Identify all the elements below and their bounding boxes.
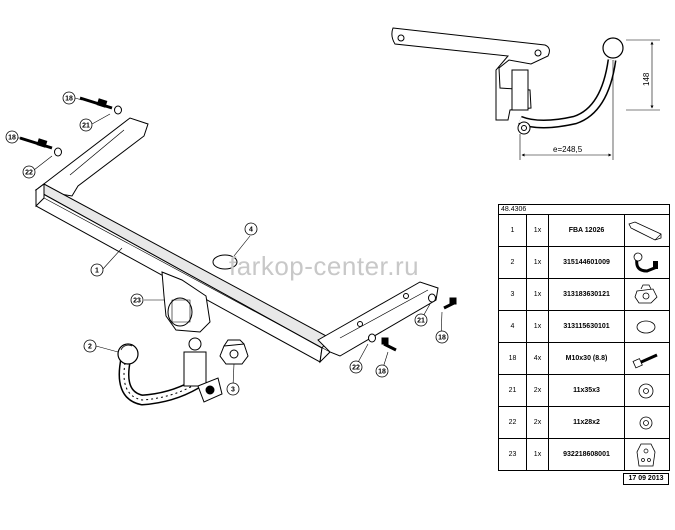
socket-icon (625, 279, 667, 310)
part-code: 313115630101 (549, 311, 625, 342)
svg-text:2: 2 (88, 344, 92, 351)
bracket-icon (625, 439, 667, 470)
part-number: 21 (499, 375, 527, 406)
beam-icon (625, 215, 667, 246)
part-quantity: 1x (527, 439, 549, 470)
callout-18-top: 18 (62, 91, 76, 105)
callout-leaders (18, 97, 443, 387)
cap-icon (625, 311, 667, 342)
callout-21-top: 21 (79, 118, 93, 132)
ball-icon (625, 247, 667, 278)
callout-23: 23 (130, 293, 144, 307)
svg-text:23: 23 (133, 298, 141, 305)
part-quantity: 1x (527, 215, 549, 246)
parts-table: 48.4306 1 1x FBA 12026 2 1x 315144601009… (498, 204, 670, 471)
svg-text:22: 22 (25, 170, 33, 177)
callout-22-right: 22 (349, 360, 363, 374)
svg-text:18: 18 (65, 96, 73, 103)
table-row: 2 1x 315144601009 (499, 247, 669, 279)
washer-icon (625, 375, 667, 406)
part-number: 1 (499, 215, 527, 246)
svg-text:3: 3 (231, 387, 235, 394)
callout-22-left: 22 (22, 165, 36, 179)
callout-18-right: 18 (435, 330, 449, 344)
part-code: M10x30 (8.8) (549, 343, 625, 374)
part-quantity: 1x (527, 279, 549, 310)
table-row: 23 1x 932218608001 (499, 439, 669, 470)
callouts: 1 2 3 4 18 18 18 18 21 21 22 22 23 (5, 91, 449, 396)
callout-18-left: 18 (5, 130, 19, 144)
svg-text:22: 22 (352, 365, 360, 372)
callout-2: 2 (83, 339, 97, 353)
table-row: 3 1x 313183630121 (499, 279, 669, 311)
side-view (391, 27, 660, 160)
part-quantity: 1x (527, 247, 549, 278)
callout-3: 3 (226, 382, 240, 396)
svg-text:18: 18 (8, 135, 16, 142)
part-number: 3 (499, 279, 527, 310)
callout-18-bottom: 18 (375, 364, 389, 378)
part-number: 22 (499, 407, 527, 438)
watermark: farkop-center.ru (229, 251, 419, 281)
height-dimension: 148 (642, 72, 651, 86)
bolt-icon (625, 343, 667, 374)
drawing-date: 17 09 2013 (623, 473, 669, 485)
svg-text:18: 18 (378, 369, 386, 376)
parts-table-header: 48.4306 (499, 205, 669, 215)
table-row: 18 4x M10x30 (8.8) (499, 343, 669, 375)
part-code: 11x35x3 (549, 375, 625, 406)
table-row: 22 2x 11x28x2 (499, 407, 669, 439)
part-quantity: 1x (527, 311, 549, 342)
part-quantity: 2x (527, 375, 549, 406)
socket (219, 339, 249, 365)
part-quantity: 4x (527, 343, 549, 374)
svg-text:21: 21 (82, 123, 90, 130)
callout-21-right: 21 (414, 313, 428, 327)
table-row: 1 1x FBA 12026 (499, 215, 669, 247)
ball-neck (117, 337, 223, 406)
towbar-assembly (34, 117, 439, 364)
washer-icon (625, 407, 667, 438)
callout-4: 4 (244, 222, 258, 236)
part-quantity: 2x (527, 407, 549, 438)
table-row: 4 1x 313115630101 (499, 311, 669, 343)
svg-text:18: 18 (438, 335, 446, 342)
part-code: 313183630121 (549, 279, 625, 310)
part-number: 4 (499, 311, 527, 342)
part-code: 315144601009 (549, 247, 625, 278)
table-row: 21 2x 11x35x3 (499, 375, 669, 407)
part-code: 932218608001 (549, 439, 625, 470)
width-dimension: e=248,5 (553, 145, 583, 154)
part-number: 23 (499, 439, 527, 470)
part-code: 11x28x2 (549, 407, 625, 438)
part-number: 18 (499, 343, 527, 374)
part-number: 2 (499, 247, 527, 278)
svg-text:4: 4 (249, 227, 253, 234)
svg-text:1: 1 (95, 268, 99, 275)
svg-text:21: 21 (417, 318, 425, 325)
part-code: FBA 12026 (549, 215, 625, 246)
callout-1: 1 (90, 263, 104, 277)
dimension-labels: 148 e=248,5 (553, 72, 651, 154)
hardware (19, 96, 457, 352)
